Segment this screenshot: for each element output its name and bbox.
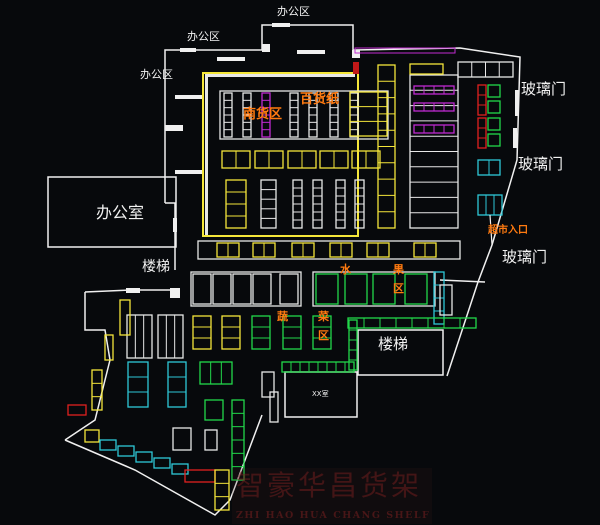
- shelf: [204, 399, 224, 421]
- shelf: [251, 315, 271, 350]
- shelf: [172, 427, 192, 451]
- shelf: [282, 315, 302, 350]
- shelf: [199, 361, 233, 385]
- label-office-area: 办公区: [187, 30, 220, 43]
- label-fruit: 水: [340, 263, 351, 276]
- store-perimeter-shelving: [202, 47, 456, 237]
- shelf: [153, 457, 171, 469]
- shelf: [372, 273, 396, 305]
- watermark-english: ZHI HAO HUA CHANG SHELF: [236, 510, 431, 521]
- label-fruit: 果: [393, 263, 404, 276]
- shelf: [67, 404, 87, 416]
- shelf: [91, 369, 103, 411]
- shelf: [269, 391, 279, 423]
- shelf: [487, 84, 501, 98]
- shelf: [260, 179, 277, 229]
- shelf: [477, 194, 503, 216]
- shelf: [221, 315, 241, 350]
- label-stairs: 楼梯: [142, 259, 170, 275]
- shelf: [477, 84, 487, 116]
- shelf: [439, 284, 453, 316]
- shelf: [135, 451, 153, 463]
- label-stairs: 楼梯: [378, 335, 409, 353]
- label-office-area: 办公区: [277, 5, 310, 18]
- shelf: [312, 271, 436, 307]
- label-room-xx: XX室: [312, 390, 329, 398]
- shelf: [126, 314, 153, 359]
- shelf: [404, 273, 428, 305]
- shelf: [157, 314, 184, 359]
- wall-blocks: [126, 23, 519, 298]
- shelf: [192, 273, 212, 305]
- shelf: [214, 469, 230, 511]
- label-general-goods: 百货纸: [300, 92, 340, 107]
- shelf: [315, 273, 339, 305]
- label-glass-door: 玻璃门: [521, 80, 567, 98]
- shelf: [104, 334, 114, 361]
- shelves: [67, 61, 514, 511]
- shelf: [348, 319, 358, 371]
- shelf: [197, 240, 461, 260]
- shelf: [184, 469, 216, 483]
- shelf: [204, 429, 218, 451]
- watermark-chinese: 智豪华昌货架: [236, 469, 423, 502]
- shelf: [212, 273, 232, 305]
- walls: [47, 24, 521, 516]
- shelf: [312, 315, 332, 350]
- shelf: [487, 100, 501, 114]
- label-glass-door: 玻璃门: [518, 155, 564, 173]
- glass-door-lines: [489, 214, 493, 246]
- shelf: [127, 361, 149, 408]
- shelf: [344, 273, 368, 305]
- shelf: [487, 117, 501, 131]
- shelf: [171, 463, 189, 475]
- shelf: [261, 371, 275, 398]
- shelf: [119, 299, 131, 336]
- shelf: [167, 361, 187, 408]
- label-fruit: 区: [393, 282, 404, 295]
- shelf: [477, 117, 487, 149]
- shelf: [232, 273, 252, 305]
- shelf: [279, 273, 299, 305]
- label-office-area: 办公区: [140, 68, 173, 81]
- label-office-room: 办公室: [96, 203, 145, 222]
- shelf: [117, 445, 135, 457]
- label-vegetable: 蔬: [277, 310, 288, 323]
- shelf: [219, 90, 389, 140]
- shelf: [190, 271, 302, 307]
- label-vegetable: 区: [318, 329, 329, 342]
- label-supermarket-entrance: 超市入口: [488, 225, 528, 236]
- label-glass-door: 玻璃门: [502, 248, 548, 266]
- shelf: [487, 133, 501, 147]
- shelf: [84, 429, 100, 443]
- shelf: [99, 439, 117, 451]
- label-vegetable: 菜: [318, 310, 329, 323]
- label-southern-goods-area: 南货区: [243, 107, 283, 122]
- watermark-logo: 智豪华昌货架 ZHI HAO HUA CHANG SHELF: [232, 468, 432, 524]
- shelf: [252, 273, 272, 305]
- shelf: [192, 315, 212, 350]
- shelf: [409, 63, 444, 75]
